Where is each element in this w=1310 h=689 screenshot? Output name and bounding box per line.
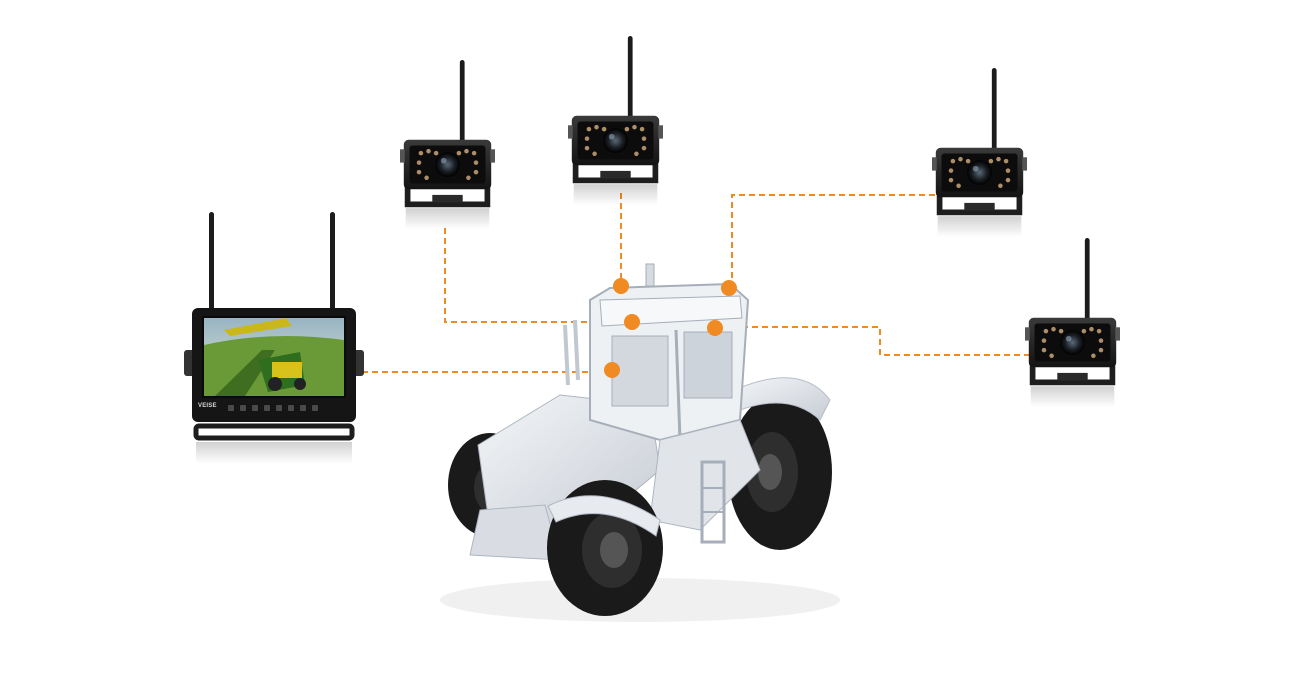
monitor-buttons bbox=[228, 405, 318, 411]
camera-icon bbox=[400, 60, 495, 229]
monitor-icon bbox=[184, 212, 364, 464]
camera-icon bbox=[568, 36, 663, 205]
camera-2 bbox=[568, 36, 663, 205]
camera-4 bbox=[1025, 238, 1120, 407]
monitor-screen bbox=[204, 318, 344, 396]
monitor-device bbox=[184, 212, 364, 464]
mount-point-dot bbox=[721, 280, 737, 296]
mount-point-dot bbox=[624, 314, 640, 330]
mount-point-dot bbox=[604, 362, 620, 378]
rear-wheel bbox=[728, 394, 832, 550]
monitor-antenna-left bbox=[209, 212, 214, 312]
camera-3 bbox=[932, 68, 1027, 237]
monitor-antenna-right bbox=[330, 212, 335, 312]
mount-points bbox=[604, 278, 737, 378]
connector-camera-4 bbox=[716, 326, 1030, 356]
monitor-brand-label: VEISE bbox=[198, 403, 217, 409]
mount-point-dot bbox=[707, 320, 723, 336]
camera-icon bbox=[932, 68, 1027, 237]
camera-icon bbox=[1025, 238, 1120, 407]
tractor-illustration bbox=[440, 263, 840, 622]
camera-1 bbox=[400, 60, 495, 229]
mount-point-dot bbox=[613, 278, 629, 294]
connector-camera-1 bbox=[444, 228, 628, 323]
connector-camera-3 bbox=[731, 194, 935, 288]
